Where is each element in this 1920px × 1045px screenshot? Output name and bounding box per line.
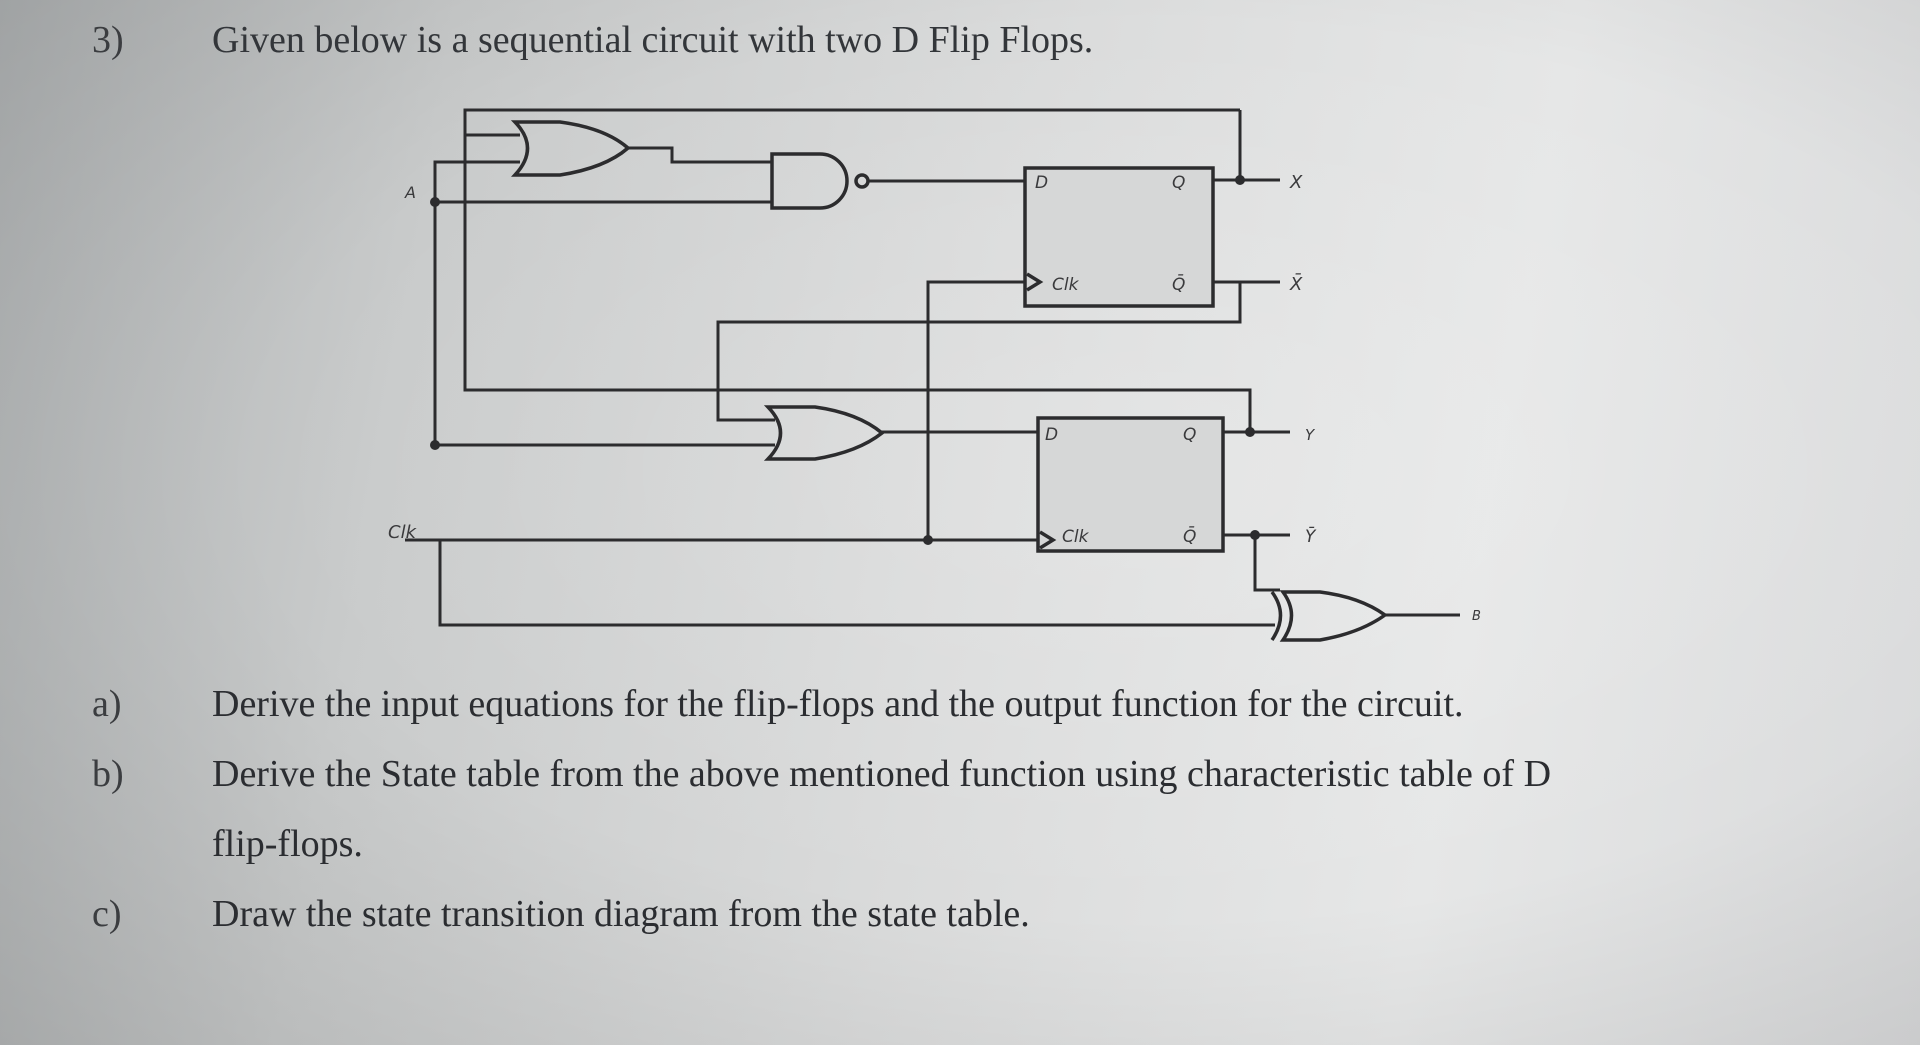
- output-x-label: X: [1289, 172, 1303, 193]
- wire-bottom-loop: [438, 540, 1275, 627]
- ff1-q-label: Q: [1172, 173, 1185, 193]
- nand-gate: [770, 152, 849, 210]
- junction-ybar: [1250, 530, 1260, 540]
- label-a: A: [404, 183, 416, 202]
- junction-a-or2: [430, 440, 440, 450]
- part-b-label: b): [92, 753, 124, 795]
- wire-x-feedback-top: [463, 108, 1240, 137]
- xor-gate-arc: [1270, 590, 1283, 641]
- ff2-qbar-label: Q̄: [1183, 525, 1196, 547]
- wire-ybar-to-xor: [1253, 535, 1280, 592]
- or-gate-1: [510, 120, 631, 177]
- ff1-qbar-label: Q̄: [1172, 273, 1185, 295]
- label-clk-input: Clk: [388, 522, 418, 543]
- part-c-label: c): [92, 893, 122, 935]
- ff2-clock-triangle: [1039, 530, 1057, 550]
- question-number: 3): [92, 19, 124, 61]
- junction-a: [430, 197, 440, 207]
- part-c-text: Draw the state transition diagram from t…: [212, 893, 1030, 935]
- ff1-d-label: D: [1035, 173, 1048, 193]
- ff2-d-label: D: [1045, 425, 1058, 445]
- ff1-clk-label: Clk: [1052, 275, 1080, 295]
- xor-gate: [1279, 590, 1388, 642]
- flip-flop-1: [1023, 166, 1215, 308]
- wire-xbar-feedback: [716, 282, 1242, 422]
- ff1-clock-triangle: [1026, 272, 1044, 292]
- part-a-label: a): [92, 683, 122, 725]
- output-b-label: B: [1472, 609, 1481, 624]
- output-xbar-label: X̄: [1289, 273, 1303, 295]
- junction-y: [1245, 427, 1255, 437]
- nand-bubble: [854, 173, 870, 189]
- ff2-q-label: Q: [1183, 425, 1196, 445]
- part-b-text-line2: flip-flops.: [212, 823, 363, 865]
- or-gate-2: [763, 405, 885, 461]
- output-y-label: Y: [1305, 426, 1316, 444]
- part-b-text-line1: Derive the State table from the above me…: [212, 753, 1552, 795]
- wire-or1-to-and: [625, 146, 772, 164]
- wire-loop-to-y: [463, 135, 1252, 432]
- junction-clk: [923, 535, 933, 545]
- ff2-clk-label: Clk: [1062, 527, 1090, 547]
- junction-x: [1235, 175, 1245, 185]
- wire-clk-vertical: [926, 280, 1025, 540]
- question-heading: Given below is a sequential circuit with…: [212, 19, 1094, 61]
- wire-a-to-or1: [433, 160, 520, 200]
- output-ybar-label: Ȳ: [1305, 525, 1317, 547]
- part-a-text: Derive the input equations for the flip-…: [212, 683, 1464, 725]
- flip-flop-2: [1036, 416, 1225, 553]
